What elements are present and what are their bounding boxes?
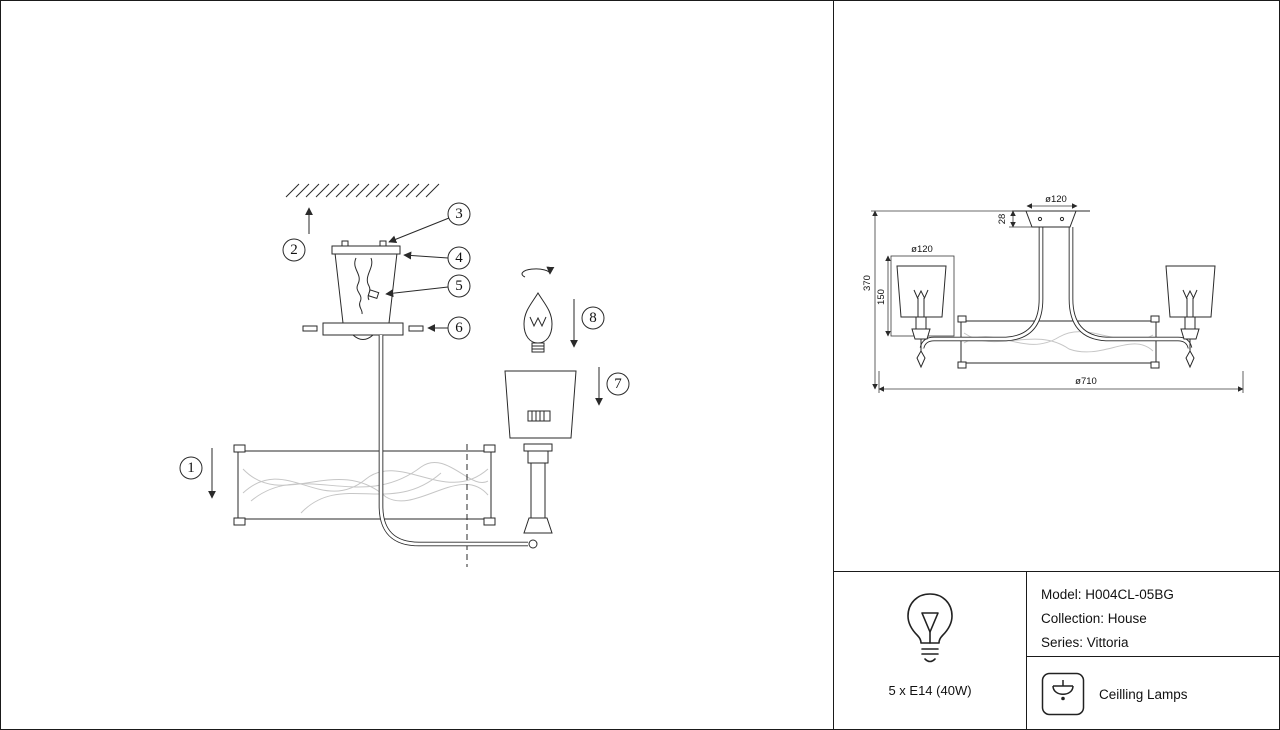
arm-finial [528, 539, 538, 549]
right-panel: ø120 28 370 150 ø120 [833, 1, 1279, 729]
bulb-filament [529, 316, 547, 328]
bracket-screw-right [379, 240, 387, 247]
band-tab [233, 517, 246, 526]
callout-6-number: 6 [455, 320, 463, 336]
bulb-spec-cell: 5 x E14 (40W) [834, 572, 1027, 729]
bulb-icon [907, 593, 953, 663]
callout-4-number: 4 [455, 250, 463, 266]
canopy-front-view [1012, 210, 1090, 228]
leader-4 [403, 251, 449, 260]
series-text: Series: Vittoria [1041, 635, 1129, 650]
spec-text-block: Model: H004CL-05BG Collection: House Ser… [1027, 572, 1279, 657]
side-screw-right [408, 325, 424, 332]
stem-arm [378, 335, 538, 549]
band-tab [483, 444, 496, 453]
candle-sleeve [530, 462, 546, 519]
overall-height-label: 370 [862, 275, 873, 291]
side-screw-left [302, 325, 318, 332]
rotate-arrow [521, 266, 555, 278]
wire-connector [367, 289, 380, 300]
socket-cup [523, 517, 553, 534]
callout-3: 3 [447, 202, 471, 226]
spec-cell: Model: H004CL-05BG Collection: House Ser… [1027, 572, 1279, 729]
band-ornament [250, 462, 489, 502]
bracket-screw-left [341, 240, 349, 247]
callout-2-number: 2 [290, 242, 298, 258]
category-label: Ceilling Lamps [1099, 686, 1188, 702]
left-shade-front-view [890, 255, 955, 369]
assembly-diagram: 1 2 3 4 5 6 7 8 [179, 183, 630, 567]
callout-7: 7 [606, 372, 630, 396]
category-row: Ceilling Lamps [1027, 657, 1279, 729]
bulb-spec-label: 5 x E14 (40W) [888, 683, 972, 698]
callout-5: 5 [447, 274, 471, 298]
band-tab [483, 517, 496, 526]
callout-8-number: 8 [589, 310, 597, 326]
leader-3 [388, 217, 450, 244]
canopy-assembly [302, 240, 424, 340]
leader-5 [385, 286, 449, 298]
product-info-panel: 5 x E14 (40W) Model: H004CL-05BG Collect… [834, 571, 1279, 729]
callout-7-number: 7 [614, 376, 622, 392]
shade-body [504, 370, 577, 439]
dimension-drawing: ø120 28 370 150 ø120 [862, 194, 1244, 393]
callout-2: 2 [282, 238, 306, 262]
arms-front-view [919, 227, 1193, 349]
callout-1: 1 [179, 456, 203, 480]
callout-3-number: 3 [455, 206, 463, 222]
candle-bulb [521, 266, 555, 353]
ceiling-hatch [285, 183, 440, 198]
socket-assembly [523, 443, 553, 534]
canopy-plate [322, 322, 404, 336]
bulb-base [531, 342, 545, 353]
band-ornament [242, 468, 489, 494]
shade-band [233, 444, 496, 526]
ceiling-lamp-icon [1041, 672, 1085, 716]
callout-6: 6 [447, 316, 471, 340]
band-ornament [242, 468, 489, 502]
dimension-overall-height: 370 [862, 210, 1012, 390]
canopy-diameter-label: ø120 [1045, 194, 1067, 205]
dimension-shade-diameter: ø120 [911, 244, 933, 255]
shade-height-label: 150 [876, 289, 887, 305]
shade-diameter-label: ø120 [911, 244, 933, 255]
collection-text: Collection: House [1041, 611, 1147, 626]
canopy-nut [352, 334, 374, 340]
shade-socket-ring [527, 410, 551, 422]
dimension-overall-diameter: ø710 [878, 371, 1244, 393]
wire [354, 257, 363, 315]
model-text: Model: H004CL-05BG [1041, 587, 1174, 602]
canopy-height-label: 28 [997, 214, 1008, 225]
overall-diameter-label: ø710 [1075, 376, 1097, 387]
dimension-shade-height: 150 [876, 255, 891, 337]
callout-1-number: 1 [187, 460, 195, 476]
band-tab [233, 444, 246, 453]
callout-5-number: 5 [455, 278, 463, 294]
dimension-canopy-height: 28 [997, 210, 1032, 228]
callout-4: 4 [447, 246, 471, 270]
callout-8: 8 [581, 306, 605, 330]
shade-ring [523, 443, 553, 452]
right-shade-front-view [1165, 265, 1216, 369]
lamp-holder [527, 450, 549, 464]
dimension-canopy-diameter: ø120 [1026, 194, 1078, 209]
lamp-shade [504, 370, 577, 439]
band-front-view [957, 315, 1160, 369]
band-ornament [300, 472, 442, 514]
canopy-cover [334, 252, 398, 324]
mounting-bracket [331, 245, 401, 255]
